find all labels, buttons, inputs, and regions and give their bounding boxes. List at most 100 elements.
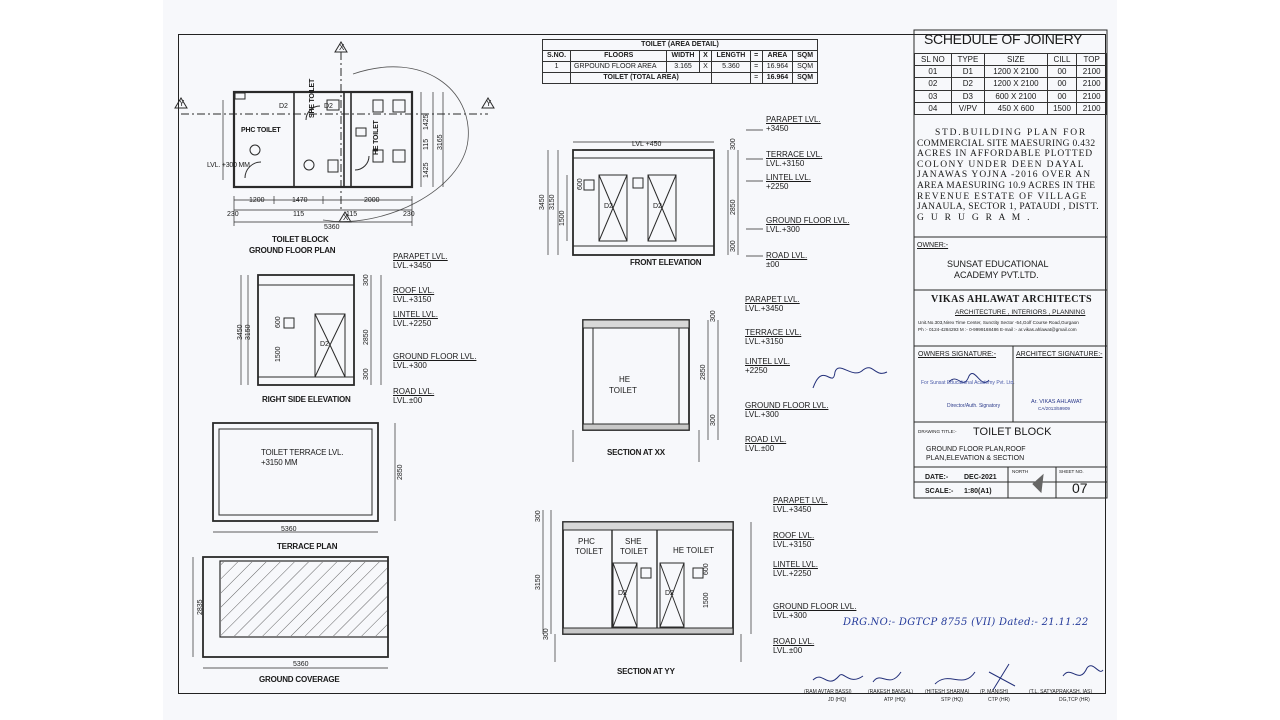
right-road-value: LVL.±00 bbox=[393, 395, 423, 405]
xx-terrace-value: LVL.+3150 bbox=[745, 336, 784, 346]
owner-name-1: SUNSAT EDUCATIONAL bbox=[947, 259, 1049, 269]
owner-label: OWNER:- bbox=[917, 242, 949, 249]
drawing-number-note: DRG.NO:- DGTCP 8755 (VII) Dated:- 21.11.… bbox=[843, 617, 1089, 628]
front-top-level: LVL +450 bbox=[632, 141, 662, 148]
yy-parapet-value: LVL.+3450 bbox=[773, 504, 812, 514]
plan-dim-2: 1470 bbox=[292, 197, 308, 204]
linework bbox=[174, 29, 1108, 691]
desc-line: JANAULA, SECTOR 1, PATAUDI , DISTT. bbox=[917, 202, 1099, 213]
plan-title-2: GROUND FLOOR PLAN bbox=[249, 246, 336, 255]
coverage-width: 5360 bbox=[293, 661, 309, 668]
right-ground-name: GROUND FLOOR LVL. bbox=[393, 352, 477, 361]
drawing-subtitle-1: GROUND FLOOR PLAN,ROOF bbox=[926, 446, 1026, 453]
front-parapet-value: +3450 bbox=[766, 123, 789, 133]
architect-firm: VIKAS AHLAWAT ARCHITECTS bbox=[931, 294, 1092, 305]
architect-tagline: ARCHITECTURE , INTERIORS , PLANNING bbox=[955, 309, 1086, 316]
j-cell: 1500 bbox=[1046, 101, 1078, 115]
scale-label: SCALE:- bbox=[925, 488, 954, 495]
drawing-title: TOILET BLOCK bbox=[973, 426, 1052, 438]
official-1: (RAM AVTAR BASSI) bbox=[804, 689, 852, 695]
drawing-sheet: TOILET (AREA DETAIL) S.NO. FLOORS WIDTH … bbox=[163, 0, 1117, 720]
right-parapet-name: PARAPET LVL. bbox=[393, 252, 448, 261]
section-xx-label-1: HE bbox=[619, 375, 631, 384]
yy-phc-1: PHC bbox=[578, 537, 595, 546]
total-eq: = bbox=[749, 72, 763, 85]
yy-she-1: SHE bbox=[625, 537, 642, 546]
desc-line: JANAWAS YOJNA -2016 OVER AN bbox=[917, 170, 1092, 181]
toilet-table-title: TOILET (AREA DETAIL) bbox=[542, 38, 818, 52]
right-lintel-value: LVL.+2250 bbox=[393, 318, 432, 328]
right-ground-value: LVL.+300 bbox=[393, 360, 427, 370]
plan-walls bbox=[232, 90, 414, 189]
drawing-subtitle-2: PLAN,ELEVATION & SECTION bbox=[926, 455, 1025, 462]
yy-she-2: TOILET bbox=[620, 547, 648, 556]
designation-5: DG,TCP (HR) bbox=[1059, 697, 1090, 703]
date-value: DEC-2021 bbox=[964, 474, 997, 481]
section-yy bbox=[542, 510, 752, 662]
plan-title-1: TOILET BLOCK bbox=[272, 235, 329, 244]
xx-parapet-name: PARAPET LVL. bbox=[745, 295, 800, 304]
right-road-name: ROAD LVL. bbox=[393, 387, 435, 396]
architect-name: Ar. VIKAS AHLAWAT bbox=[1031, 399, 1083, 405]
front-terrace-name: TERRACE LVL. bbox=[766, 150, 823, 159]
yy-he: HE TOILET bbox=[673, 546, 715, 555]
architect-signature-label: ARCHITECT SIGNATURE:- bbox=[1016, 351, 1103, 358]
total-label: TOILET (TOTAL AREA) bbox=[570, 72, 713, 85]
ground-coverage bbox=[192, 556, 389, 669]
toilet-area-table: TOILET (AREA DETAIL) S.NO. FLOORS WIDTH … bbox=[541, 38, 818, 85]
th-sno: S.NO. bbox=[541, 50, 572, 63]
yy-road-level: ROAD LVL. LVL.±00 bbox=[773, 637, 814, 656]
xx-ground-name: GROUND FLOOR LVL. bbox=[745, 401, 829, 410]
front-level-markers bbox=[746, 129, 763, 257]
j-cell: V/PV bbox=[950, 101, 986, 115]
right-parapet-level: PARAPET LVL. LVL.+3450 bbox=[393, 252, 448, 271]
section-yy-title: SECTION AT YY bbox=[617, 667, 675, 676]
official-2: (RAKESH BANSAL) bbox=[868, 689, 914, 695]
front-lintel-level: LINTEL LVL. +2250 bbox=[766, 173, 811, 192]
xx-parapet-level: PARAPET LVL. LVL.+3450 bbox=[745, 295, 800, 314]
owners-signature-label: OWNERS SIGNATURE:- bbox=[918, 351, 997, 358]
architect-contact: Ph :- 0124-4284293 M :- 0-9999168486 E-m… bbox=[918, 327, 1077, 332]
front-road-name: ROAD LVL. bbox=[766, 251, 808, 260]
door-tag: D2 bbox=[604, 203, 613, 210]
section-y-right: Y bbox=[486, 99, 492, 108]
plan-dim-4: 230 bbox=[227, 211, 239, 218]
door-tag: D2 bbox=[665, 590, 674, 597]
plan-phc-label: PHC TOILET bbox=[241, 127, 281, 134]
terrace-label-1: TOILET TERRACE LVL. bbox=[261, 448, 344, 457]
front-road-level: ROAD LVL. ±00 bbox=[766, 251, 808, 270]
th-eq: = bbox=[749, 50, 763, 63]
xx-lintel-name: LINTEL LVL. bbox=[745, 357, 790, 366]
plan-total: 5360 bbox=[324, 224, 340, 231]
section-x-bottom: X bbox=[343, 213, 349, 222]
plan-dim-7: 230 bbox=[403, 211, 415, 218]
th-width: WIDTH bbox=[666, 50, 700, 63]
th-sqm: SQM bbox=[792, 50, 818, 63]
official-4: (P. MANISH) bbox=[980, 689, 1009, 695]
owner-name-2: ACADEMY PVT.LTD. bbox=[954, 270, 1039, 280]
xx-parapet-value: LVL.+3450 bbox=[745, 303, 784, 313]
yy-parapet-level: PARAPET LVL. LVL.+3450 bbox=[773, 496, 828, 515]
plan-dim-6: 115 bbox=[346, 211, 358, 218]
official-5: (T.L. SATYAPRAKASH, IAS) bbox=[1029, 689, 1093, 695]
yy-lintel-name: LINTEL LVL. bbox=[773, 560, 818, 569]
owner-role: Director/Auth. Signatory bbox=[947, 403, 1001, 409]
desc-line: REVENUE ESTATE OF VILLAGE bbox=[917, 191, 1088, 202]
section-xx-label-2: TOILET bbox=[609, 386, 637, 395]
right-side-elevation bbox=[240, 274, 382, 386]
xx-ground-level: GROUND FLOOR LVL. LVL.+300 bbox=[745, 401, 829, 420]
terrace-plan bbox=[212, 422, 396, 533]
terrace-title: TERRACE PLAN bbox=[277, 542, 338, 551]
yy-ground-level: GROUND FLOOR LVL. LVL.+300 bbox=[773, 602, 856, 621]
right-ground-level: GROUND FLOOR LVL. LVL.+300 bbox=[393, 352, 477, 371]
terrace-width: 5360 bbox=[281, 526, 297, 533]
architect-address: Unit.No.303,Nirex Time Center, Sunctity … bbox=[918, 320, 1079, 325]
plan-dims bbox=[222, 92, 444, 226]
plan-dim-1: 1200 bbox=[249, 197, 265, 204]
joinery-title: SCHEDULE OF JOINERY bbox=[924, 31, 1083, 47]
right-elevation-title: RIGHT SIDE ELEVATION bbox=[262, 395, 351, 404]
xx-road-name: ROAD LVL. bbox=[745, 435, 787, 444]
designation-1: JD (HQ) bbox=[828, 697, 847, 703]
front-elevation bbox=[547, 141, 739, 256]
architect-reg: CA/2013/59909 bbox=[1038, 406, 1070, 411]
